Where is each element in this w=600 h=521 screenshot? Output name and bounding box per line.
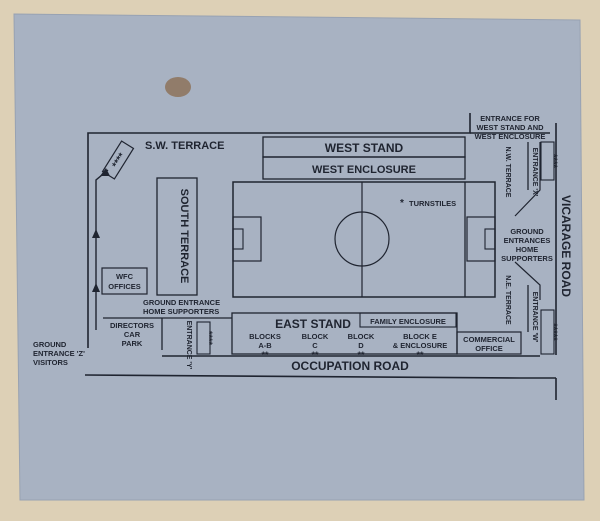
left-goal-box (232, 228, 244, 250)
occupation-road-line-bottom (84, 374, 521, 379)
ground-entrances-home-label-1: GROUND (510, 227, 544, 236)
block-e-label-1: BLOCK E (403, 332, 437, 341)
entrance-x-label: ENTRANCE 'X' (531, 148, 538, 197)
ground-entrance-home-label-1: GROUND ENTRANCE (143, 298, 220, 307)
family-enclosure-label: FAMILY ENCLOSURE (370, 317, 446, 326)
turnstiles-star: * (400, 198, 404, 209)
ground-entrance-z-label-3: VISITORS (33, 358, 68, 367)
entrance-w-label: ENTRANCE 'W' (531, 292, 538, 343)
entrance-y-label: ENTRANCE 'Y' (185, 321, 192, 370)
north-diagonal-lines (514, 142, 541, 217)
blocks-ab-label-1: BLOCKS (249, 332, 281, 341)
block-e-stars: ** (416, 350, 424, 360)
right-goal-box (484, 228, 496, 250)
entrance-west-label-2: WEST STAND AND (476, 123, 544, 132)
west-enclosure-label: WEST ENCLOSURE (312, 164, 416, 176)
family-enclosure (359, 312, 457, 328)
entrance-w-stars: ***** (549, 323, 559, 341)
occupation-road-label: OCCUPATION ROAD (291, 359, 409, 373)
block-d-label-2: D (358, 341, 364, 350)
entrance-y-stars: **** (204, 331, 214, 346)
south-terrace (156, 177, 198, 296)
south-terrace-label: SOUTH TERRACE (178, 189, 190, 284)
turnstiles-label: TURNSTILES (409, 199, 456, 208)
west-stand-label: WEST STAND (325, 141, 404, 155)
commercial-office-label-2: OFFICE (475, 344, 503, 353)
ground-entrance-z-label-2: ENTRANCE 'Z' (33, 349, 85, 358)
ne-terrace-label: N.E. TERRACE (504, 275, 511, 325)
west-enclosure (262, 156, 466, 180)
commercial-office (456, 331, 522, 355)
ground-entrances-home-label-4: SUPPORTERS (501, 254, 553, 263)
entrance-west-label-3: WEST ENCLOSURE (475, 132, 546, 141)
directors-label-1: DIRECTORS (110, 321, 154, 330)
ground-entrances-home-label-3: HOME (516, 245, 539, 254)
entrance-y-turnstiles (196, 321, 211, 355)
directors-label-2: CAR (124, 330, 141, 339)
ticket-card (13, 13, 585, 501)
wfc-offices (101, 267, 148, 295)
block-c-label-2: C (312, 341, 318, 350)
directors-label-3: PARK (122, 339, 143, 348)
entrance-x-stars: **** (549, 154, 559, 169)
block-c-stars: ** (311, 350, 319, 360)
centre-circle (334, 211, 390, 267)
nw-terrace-label: N.W. TERRACE (504, 147, 511, 198)
stain-mark (165, 77, 191, 97)
entrance-x-turnstiles (540, 141, 555, 181)
north-diagonal-lines-2 (514, 261, 541, 300)
entrance-west-label-1: ENTRANCE FOR (480, 114, 540, 123)
route-arrow-1 (92, 229, 100, 238)
entrance-w-turnstiles (540, 309, 555, 355)
blocks-ab-label-2: A-B (258, 341, 272, 350)
ground-entrances-home-label-2: ENTRANCES (504, 236, 551, 245)
block-c-label-1: BLOCK (302, 332, 329, 341)
wfc-offices-label-2: OFFICES (108, 282, 141, 291)
ground-entrance-home-label-2: HOME SUPPORTERS (143, 307, 219, 316)
block-d-label-1: BLOCK (348, 332, 375, 341)
blocks-ab-stars: ** (261, 350, 269, 360)
route-arrow-2 (92, 283, 100, 292)
block-d-stars: ** (357, 350, 365, 360)
east-stand-label: EAST STAND (275, 317, 351, 331)
sw-terrace-label: S.W. TERRACE (145, 140, 224, 152)
commercial-office-label-1: COMMERCIAL (463, 335, 515, 344)
west-boundary-line (87, 113, 471, 348)
ground-entrance-z-label-1: GROUND (33, 340, 67, 349)
vicarage-road-label: VICARAGE ROAD (559, 195, 573, 297)
wfc-offices-label-1: WFC (116, 272, 134, 281)
block-e-label-2: & ENCLOSURE (393, 341, 448, 350)
